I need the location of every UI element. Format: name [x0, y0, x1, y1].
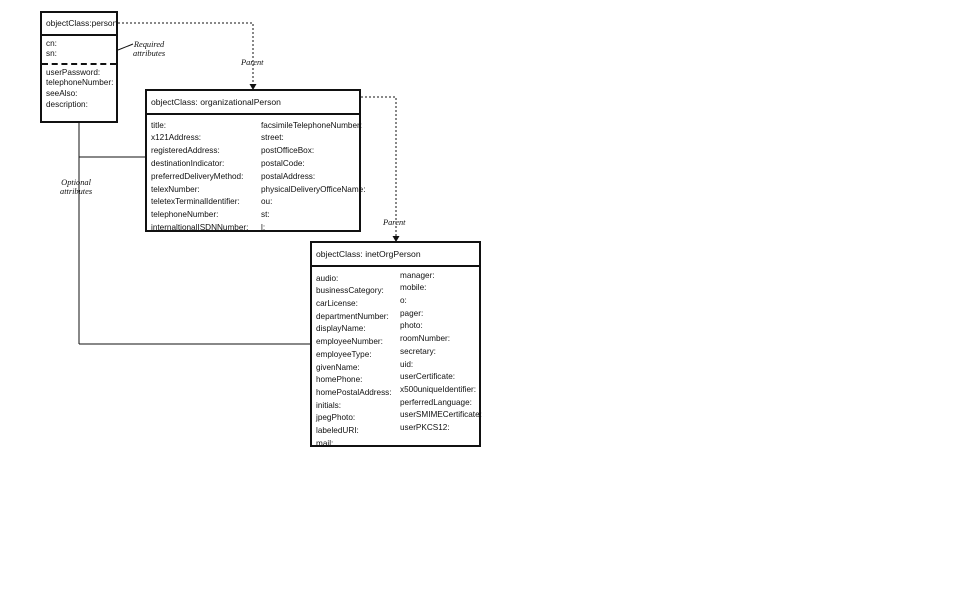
attribute-item: st:	[261, 210, 270, 220]
attribute-item: homePostalAddress:	[316, 387, 392, 397]
inet-org-person-class-title: objectClass: inetOrgPerson	[316, 249, 421, 259]
inet-org-person-right-column: manager: mobile: o: pager: photo: roomNu…	[400, 270, 482, 435]
organizational-person-class-title: objectClass: organizationalPerson	[151, 97, 281, 107]
organizational-person-left-column: title: x121Address: registeredAddress: d…	[151, 120, 355, 235]
attribute-item: uid:	[400, 359, 414, 369]
attribute-item: x121Address:	[151, 133, 202, 143]
person-required-list: cn: sn:	[42, 36, 116, 62]
inet-org-person-left-column: audio: businessCategory: carLicense: dep…	[316, 273, 392, 451]
organizational-person-class-box: objectClass: organizationalPerson title:…	[145, 89, 366, 235]
attribute-item: roomNumber:	[400, 334, 451, 344]
attribute-item: sn:	[46, 49, 57, 59]
attribute-item: homePhone:	[316, 375, 363, 385]
attribute-item: destinationIndicator:	[151, 158, 225, 168]
parent-connector-1	[118, 22, 254, 86]
parent-arrowhead-1	[249, 84, 257, 90]
parent-label-1: Parent	[241, 58, 263, 67]
attribute-item: displayName:	[316, 324, 366, 334]
person-title-divider	[42, 33, 116, 36]
parent-label-1-text: Parent	[241, 58, 264, 67]
attribute-item: postOfficeBox:	[261, 146, 315, 156]
inet-org-person-title-divider	[312, 264, 479, 267]
person-class-box: objectClass:person cn: sn: userPassword:…	[40, 11, 118, 123]
inet-org-person-attributes: audio: businessCategory: carLicense: dep…	[312, 267, 482, 448]
attribute-item: ou:	[261, 197, 273, 207]
attribute-item: initials:	[316, 400, 342, 410]
attribute-item: postalCode:	[261, 158, 305, 168]
optional-label-line1: Optional	[61, 178, 91, 187]
optional-attributes-label: Optional attributes	[60, 178, 92, 197]
attribute-item: x500uniqueIdentifier:	[400, 384, 477, 394]
attribute-item: userPKCS12:	[400, 423, 450, 433]
inet-org-person-class-box: objectClass: inetOrgPerson audio: busine…	[310, 241, 482, 448]
attribute-item: registeredAddress:	[151, 146, 220, 156]
attribute-item: secretary:	[400, 346, 436, 356]
attribute-item: l:	[261, 222, 266, 232]
attribute-item: street:	[261, 133, 284, 143]
attribute-item: teletexTerminalIdentifier:	[151, 197, 240, 207]
attribute-item: audio:	[316, 273, 339, 283]
attribute-item: title:	[151, 120, 167, 130]
attribute-item: telephoneNumber:	[151, 210, 219, 220]
required-label-line2: attributes	[133, 49, 166, 59]
attribute-item: o:	[400, 296, 407, 305]
attribute-item: givenName:	[316, 362, 360, 372]
attribute-item: telephoneNumber:	[46, 78, 114, 88]
attribute-item: internaltionalISDNNumber:	[151, 222, 249, 232]
required-connector	[117, 43, 134, 51]
attribute-item: pager:	[400, 308, 424, 318]
attribute-item: photo:	[400, 321, 423, 331]
attribute-item: mobile:	[400, 283, 427, 293]
attribute-item: seeAlso:	[46, 88, 78, 98]
attribute-item: telexNumber:	[151, 184, 200, 194]
parent-connector-2	[361, 96, 397, 238]
attribute-item: jpegPhoto:	[316, 413, 356, 423]
attribute-item: userSMIMECertificate:	[400, 410, 482, 420]
organizational-person-title-divider	[147, 112, 359, 115]
parent-label-2: Parent	[383, 218, 405, 227]
organizational-person-right-column: facsimileTelephoneNumber: street: postOf…	[261, 120, 366, 235]
attribute-item: facsimileTelephoneNumber:	[261, 120, 363, 130]
attribute-item: businessCategory:	[316, 286, 384, 296]
attribute-item: preferredDeliveryMethod:	[151, 171, 244, 181]
parent-arrowhead-2	[392, 236, 400, 242]
required-attributes-label: Required attributes	[133, 40, 165, 59]
organizational-person-attributes: title: x121Address: registeredAddress: d…	[147, 115, 366, 235]
attribute-item: postalAddress:	[261, 171, 316, 181]
person-optional-list: userPassword: telephoneNumber: seeAlso: …	[42, 65, 116, 112]
attribute-item: cn:	[46, 38, 57, 48]
attribute-item: employeeNumber:	[316, 337, 383, 347]
attribute-item: departmentNumber:	[316, 311, 389, 321]
attribute-item: description:	[46, 99, 88, 109]
attribute-item: physicalDeliveryOfficeName:	[261, 184, 366, 194]
required-label-line1: Required	[133, 40, 165, 49]
attribute-item: carLicense:	[316, 299, 358, 308]
attribute-item: userPassword:	[46, 67, 101, 77]
person-optional-divider	[42, 62, 116, 65]
attribute-item: labeledURI:	[316, 426, 359, 436]
optional-label-line2: attributes	[60, 187, 93, 197]
person-class-title: objectClass:person	[46, 18, 118, 28]
parent-label-2-text: Parent	[383, 218, 406, 227]
attribute-item: employeeType:	[316, 349, 372, 359]
attribute-item: userCertificate:	[400, 372, 456, 382]
attribute-item: manager:	[400, 270, 435, 280]
attribute-item: perferredLanguage:	[400, 397, 472, 407]
attribute-item: mail:	[316, 438, 334, 448]
